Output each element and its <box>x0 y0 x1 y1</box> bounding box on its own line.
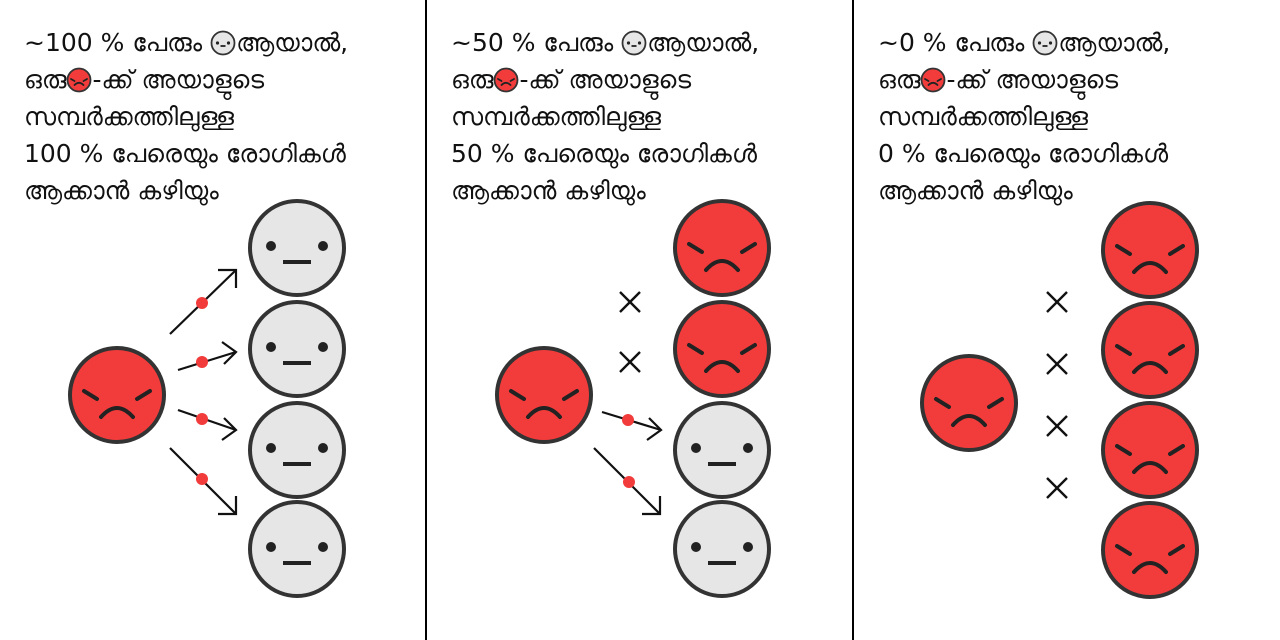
caption-l2-pre: ഒരു <box>451 65 494 94</box>
contact-sick-face <box>673 199 771 297</box>
blocked-cross-icon <box>619 291 641 313</box>
caption-l1-pre: ~50 % പേരും <box>451 28 614 57</box>
panel-caption: ~50 % പേരും ആയാൽ, ഒരു -ക്ക് അയാളുടെ സമ്പ… <box>451 24 846 209</box>
caption-l1-post: ആയാൽ, <box>236 28 349 57</box>
caption-line-3: സമ്പർക്കത്തിലുള്ള <box>878 102 1088 131</box>
caption-l2-post: -ക്ക് അയാളുടെ <box>946 65 1119 94</box>
blocked-cross-icon <box>1046 291 1068 313</box>
source-sick-face <box>68 346 166 444</box>
panel-1: ~100 % പേരും ആയാൽ, ഒരു -ക്ക് അയാളുടെ സമ്… <box>0 0 425 640</box>
caption-line-4: 50 % പേരെയും രോഗികൾ <box>451 139 757 168</box>
contact-healthy-face <box>248 300 346 398</box>
panel-3: ~0 % പേരും ആയാൽ, ഒരു -ക്ക് അയാളുടെ സമ്പർ… <box>854 0 1279 640</box>
panel-2: ~50 % പേരും ആയാൽ, ഒരു -ക്ക് അയാളുടെ സമ്പ… <box>427 0 852 640</box>
blocked-cross-icon <box>619 351 641 373</box>
caption-line-3: സമ്പർക്കത്തിലുള്ള <box>24 102 234 131</box>
panel-divider <box>425 0 427 640</box>
caption-line-2: ഒരു -ക്ക് അയാളുടെ <box>451 61 846 98</box>
caption-l2-pre: ഒരു <box>24 65 67 94</box>
transmission-arrow <box>593 447 662 516</box>
neutral-face-icon <box>210 30 236 56</box>
sick-face-icon <box>921 67 946 93</box>
contact-healthy-face <box>673 401 771 499</box>
caption-line-1: ~0 % പേരും ആയാൽ, <box>878 24 1273 61</box>
transmission-arrow <box>177 408 238 441</box>
caption-line-2: ഒരു -ക്ക് അയാളുടെ <box>878 61 1273 98</box>
caption-line-1: ~50 % പേരും ആയാൽ, <box>451 24 846 61</box>
transmission-arrow <box>169 268 238 335</box>
neutral-face-icon <box>1032 30 1058 56</box>
caption-line-5: ആക്കാൻ കഴിയും <box>24 176 219 205</box>
caption-line-3: സമ്പർക്കത്തിലുള്ള <box>451 102 661 131</box>
contact-sick-face <box>1101 401 1199 499</box>
transmission-arrow <box>177 341 238 372</box>
caption-l1-pre: ~100 % പേരും <box>24 28 203 57</box>
caption-l1-post: ആയാൽ, <box>647 28 760 57</box>
contact-healthy-face <box>248 199 346 297</box>
source-sick-face <box>920 354 1018 452</box>
transmission-arrow <box>601 410 663 441</box>
blocked-cross-icon <box>1046 415 1068 437</box>
panel-caption: ~0 % പേരും ആയാൽ, ഒരു -ക്ക് അയാളുടെ സമ്പർ… <box>878 24 1273 209</box>
contact-healthy-face <box>248 401 346 499</box>
transmission-arrow <box>169 447 238 516</box>
sick-face-icon <box>67 67 92 93</box>
contact-sick-face <box>1101 301 1199 399</box>
caption-line-5: ആക്കാൻ കഴിയും <box>878 176 1073 205</box>
contact-sick-face <box>1101 201 1199 299</box>
caption-line-4: 100 % പേരെയും രോഗികൾ <box>24 139 346 168</box>
caption-l2-post: -ക്ക് അയാളുടെ <box>92 65 265 94</box>
sick-face-icon <box>494 67 519 93</box>
caption-line-2: ഒരു -ക്ക് അയാളുടെ <box>24 61 419 98</box>
panel-divider <box>852 0 854 640</box>
contact-sick-face <box>1101 501 1199 599</box>
caption-l1-pre: ~0 % പേരും <box>878 28 1025 57</box>
caption-line-5: ആക്കാൻ കഴിയും <box>451 176 646 205</box>
contact-sick-face <box>673 300 771 398</box>
caption-l2-pre: ഒരു <box>878 65 921 94</box>
neutral-face-icon <box>621 30 647 56</box>
blocked-cross-icon <box>1046 477 1068 499</box>
panel-art <box>920 201 1199 599</box>
panel-art <box>495 199 771 598</box>
caption-line-4: 0 % പേരെയും രോഗികൾ <box>878 139 1169 168</box>
panel-art <box>68 199 346 598</box>
blocked-cross-icon <box>1046 353 1068 375</box>
source-sick-face <box>495 346 593 444</box>
caption-l2-post: -ക്ക് അയാളുടെ <box>519 65 692 94</box>
contact-healthy-face <box>248 500 346 598</box>
contact-healthy-face <box>673 500 771 598</box>
caption-l1-post: ആയാൽ, <box>1058 28 1171 57</box>
panel-caption: ~100 % പേരും ആയാൽ, ഒരു -ക്ക് അയാളുടെ സമ്… <box>24 24 419 209</box>
caption-line-1: ~100 % പേരും ആയാൽ, <box>24 24 419 61</box>
